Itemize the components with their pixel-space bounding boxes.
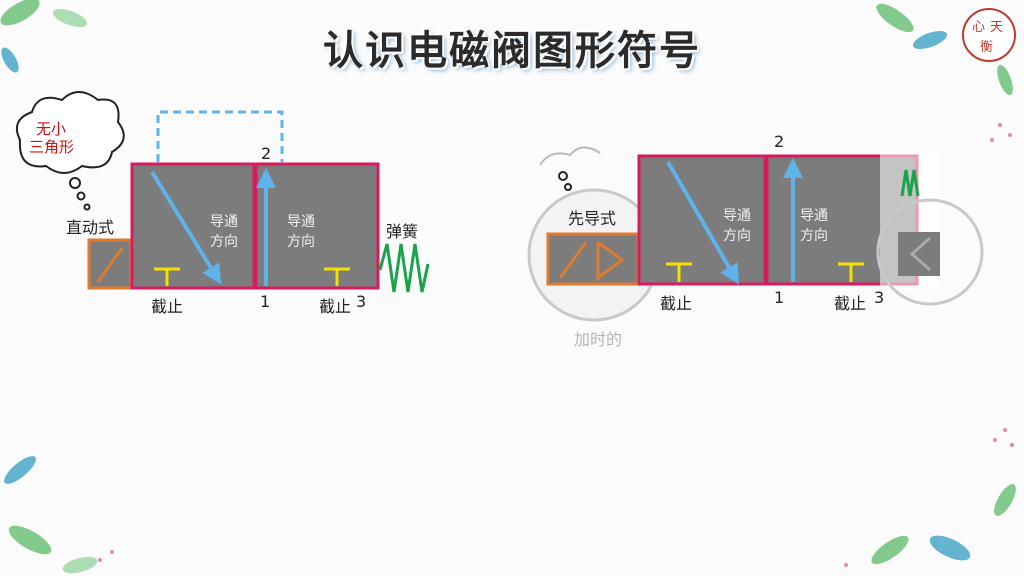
flow-label-b2: 方向	[287, 234, 315, 250]
actuator-label-direct: 直动式	[66, 218, 115, 237]
flow-label-b1: 导通	[287, 214, 315, 230]
right-port-3-label: 3	[874, 288, 885, 307]
right-flow-label-b2: 方向	[800, 228, 828, 244]
block-label-a: 截止	[151, 297, 184, 316]
actuator-label-pilot: 先导式	[568, 209, 617, 228]
block-label-b: 截止	[319, 297, 352, 316]
right-port-2-label: 2	[774, 132, 785, 151]
right-port-1-label: 1	[774, 288, 785, 307]
thought-cloud	[16, 91, 125, 211]
page-title: 认识电磁阀图形符号	[323, 28, 701, 74]
partial-caption: 加时的	[574, 330, 623, 349]
port-1-label: 1	[260, 292, 271, 311]
left-valve-symbol	[87, 110, 430, 293]
cloud-text-line1: 无小	[36, 120, 67, 138]
dot-decoration	[98, 123, 1014, 567]
logo-char-1: 心	[972, 20, 986, 35]
brand-logo: 心 天 衡	[962, 8, 1016, 62]
leaf-decoration-bottom-left	[4, 456, 98, 574]
logo-char-3: 衡	[980, 40, 994, 55]
right-block-label-a: 截止	[660, 294, 693, 313]
flow-label-a1: 导通	[210, 214, 238, 230]
port-2-label: 2	[261, 144, 272, 163]
logo-char-2: 天	[990, 20, 1004, 35]
right-flow-label-a1: 导通	[723, 208, 751, 224]
leaf-decoration-top-right	[876, 3, 1013, 96]
right-block-label-b: 截止	[834, 294, 867, 313]
right-flow-label-b1: 导通	[800, 208, 828, 224]
leaf-decoration-bottom-right	[871, 484, 1016, 565]
flow-label-a2: 方向	[210, 234, 238, 250]
leaf-decoration-top-left	[0, 0, 88, 73]
port-3-label: 3	[356, 292, 367, 311]
right-flow-label-a2: 方向	[723, 228, 751, 244]
spring-label: 弹簧	[386, 222, 419, 241]
right-valve-symbol	[527, 150, 984, 322]
cloud-text-line2: 三角形	[29, 138, 75, 156]
